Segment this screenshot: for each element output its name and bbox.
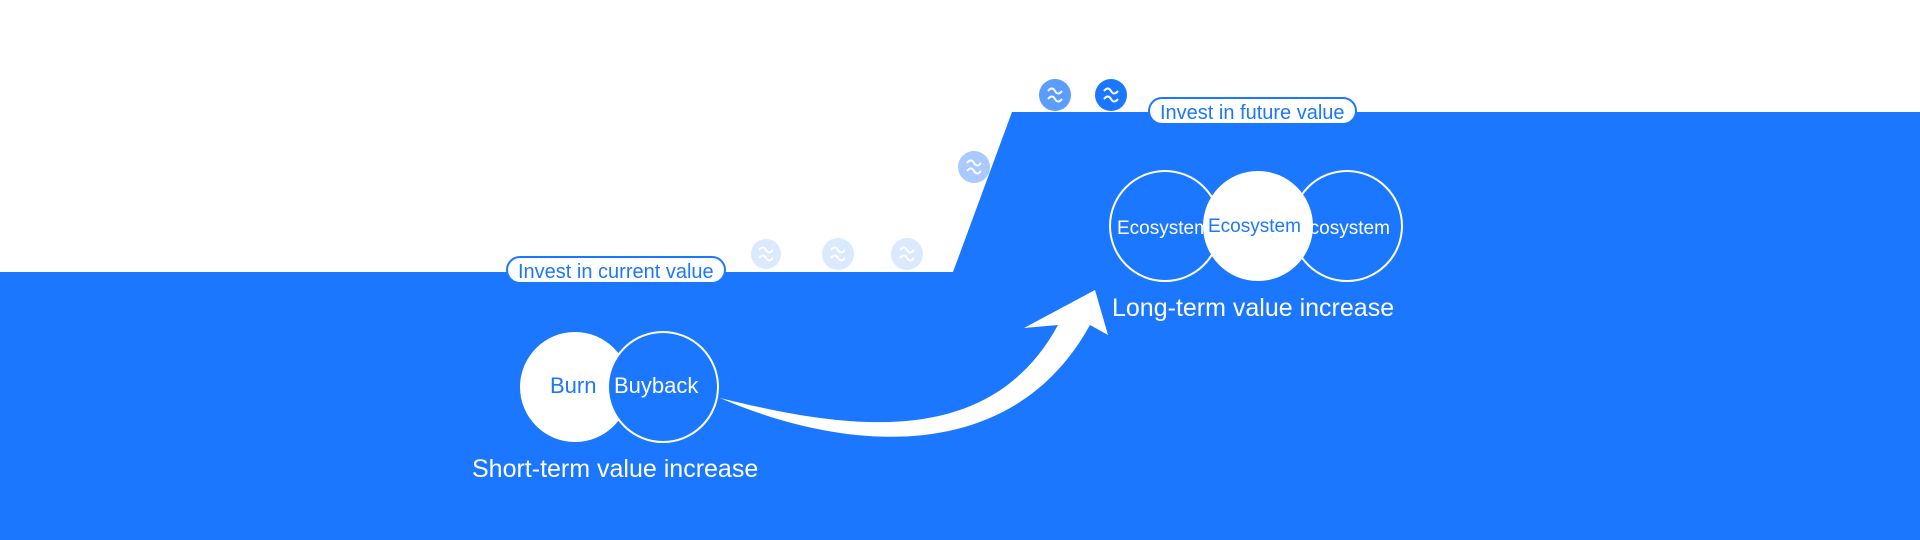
- coin-icon: [958, 151, 990, 183]
- growth-arrow: [720, 290, 1108, 437]
- ecosystem-circle-center: [1203, 171, 1313, 281]
- coin-icon: [751, 239, 781, 269]
- terrain-background: [0, 112, 1920, 540]
- buyback-circle: [607, 331, 719, 443]
- coin-icon: [891, 238, 923, 270]
- coin-icon: [822, 238, 854, 270]
- coin-icon: [1095, 79, 1127, 111]
- coin-icon: [1039, 79, 1071, 111]
- burn-circle: [520, 332, 630, 442]
- ecosystem-label-right: Ecosystem: [1297, 218, 1390, 239]
- ecosystem-label-left: Ecosystem: [1117, 218, 1210, 239]
